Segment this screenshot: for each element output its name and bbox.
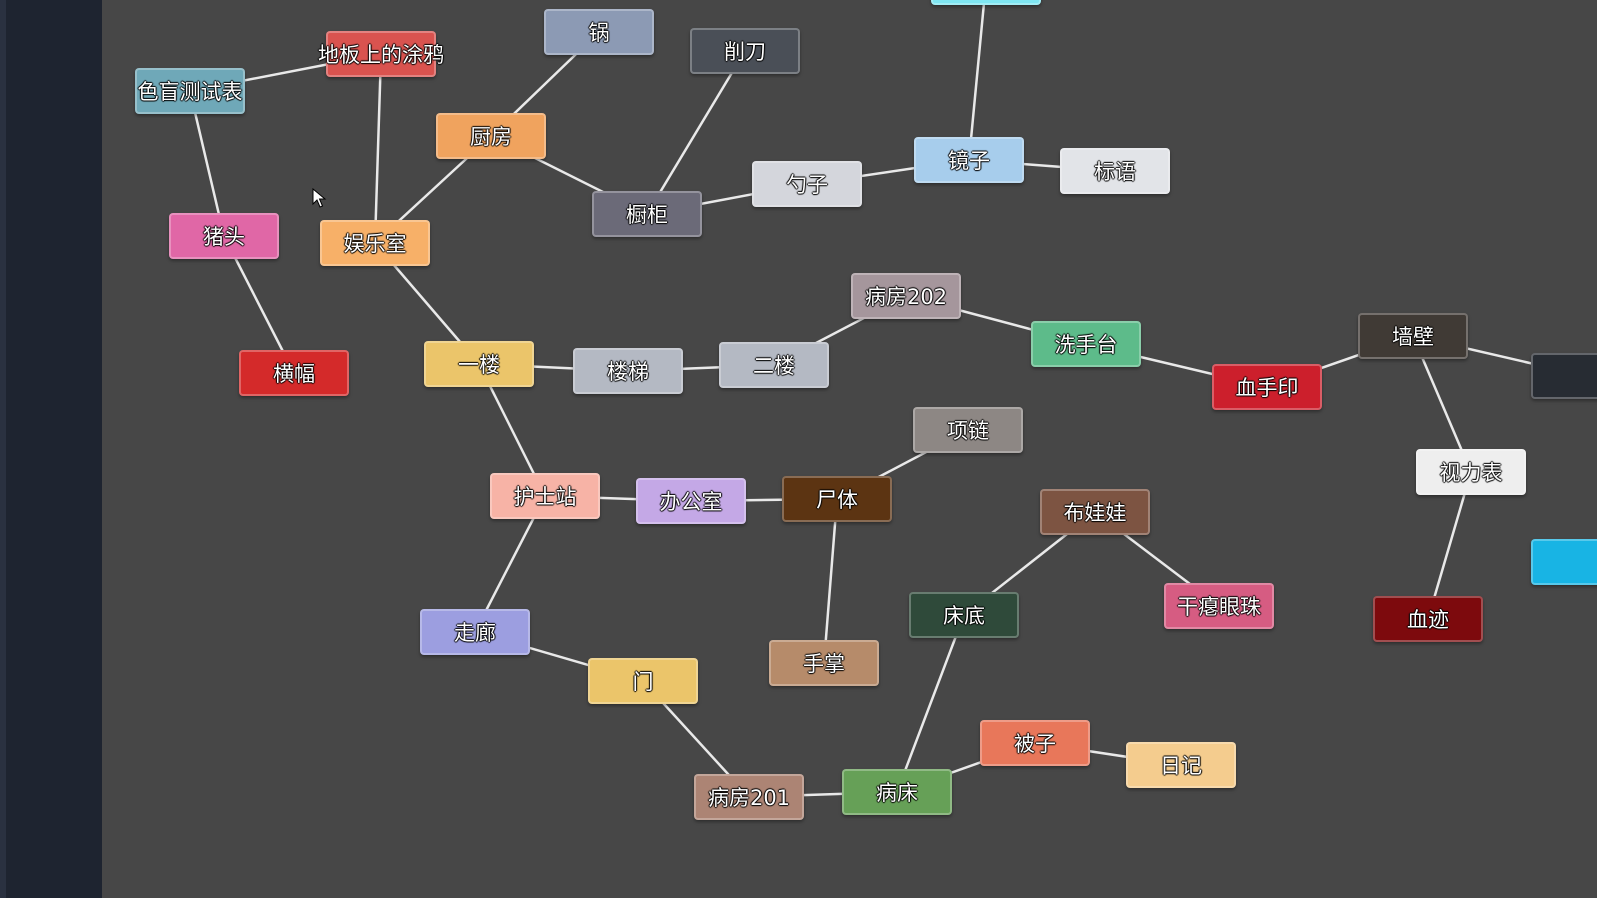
node-stairs[interactable]: 楼梯: [573, 348, 683, 394]
edge-corpse-palm: [822, 497, 839, 665]
node-nurse-station[interactable]: 护士站: [490, 473, 600, 519]
node-shriveled-eyeball[interactable]: 干瘪眼珠: [1164, 583, 1274, 629]
mouse-cursor-icon: [312, 188, 327, 208]
node-bloody-handprint[interactable]: 血手印: [1212, 364, 1322, 410]
node-ward-202[interactable]: 病房202: [851, 273, 961, 319]
edge-hospital-bed-under-bed: [895, 613, 966, 794]
node-kitchen[interactable]: 厨房: [436, 113, 546, 159]
node-cabinet[interactable]: 橱柜: [592, 191, 702, 237]
node-pig-head[interactable]: 猪头: [169, 213, 279, 259]
node-doll[interactable]: 布娃娃: [1040, 489, 1150, 535]
left-sidebar: [0, 0, 103, 898]
node-slogan[interactable]: 标语: [1060, 148, 1170, 194]
node-palm[interactable]: 手掌: [769, 640, 879, 686]
node-diary[interactable]: 日记: [1126, 742, 1236, 788]
edge-mirror-top-stub: [967, 0, 986, 162]
node-sink[interactable]: 洗手台: [1031, 321, 1141, 367]
node-ward-201[interactable]: 病房201: [694, 774, 804, 820]
sidebar-edge: [0, 0, 6, 898]
node-right-stub[interactable]: [1531, 353, 1597, 399]
node-corridor[interactable]: 走廊: [420, 609, 530, 655]
node-graffiti[interactable]: 地板上的涂鸦: [318, 31, 444, 77]
node-right-stub-2[interactable]: [1531, 539, 1597, 585]
edge-layer: [188, 0, 1588, 799]
node-door[interactable]: 门: [588, 658, 698, 704]
node-banner[interactable]: 横幅: [239, 350, 349, 396]
edge-colorblind-test-pig-head: [188, 89, 226, 238]
node-under-bed[interactable]: 床底: [909, 592, 1019, 638]
node-bloodstain[interactable]: 血迹: [1373, 596, 1483, 642]
node-eye-chart[interactable]: 视力表: [1416, 449, 1526, 495]
edge-graffiti-rec-room: [373, 52, 383, 245]
node-wall[interactable]: 墙壁: [1358, 313, 1468, 359]
node-top-stub[interactable]: [931, 0, 1041, 5]
node-corpse[interactable]: 尸体: [782, 476, 892, 522]
graph-canvas[interactable]: 锅 地板上的涂鸦色盲测试表 削刀厨房镜子标语 勺子橱柜 猪头娱乐室病房202 洗手台 墙壁横…: [102, 0, 1597, 898]
node-spoon[interactable]: 勺子: [752, 161, 862, 207]
node-quilt[interactable]: 被子: [980, 720, 1090, 766]
node-floor-1[interactable]: 一楼: [424, 341, 534, 387]
node-knife[interactable]: 削刀: [690, 28, 800, 74]
node-rec-room[interactable]: 娱乐室: [320, 220, 430, 266]
node-pot[interactable]: 锅: [544, 9, 654, 55]
node-colorblind-test[interactable]: 色盲测试表: [135, 68, 245, 114]
edge-cabinet-knife: [645, 49, 747, 216]
node-office[interactable]: 办公室: [636, 478, 746, 524]
node-necklace[interactable]: 项链: [913, 407, 1023, 453]
node-hospital-bed[interactable]: 病床: [842, 769, 952, 815]
node-floor-2[interactable]: 二楼: [719, 342, 829, 388]
node-mirror[interactable]: 镜子: [914, 137, 1024, 183]
edge-eye-chart-bloodstain: [1426, 470, 1473, 621]
